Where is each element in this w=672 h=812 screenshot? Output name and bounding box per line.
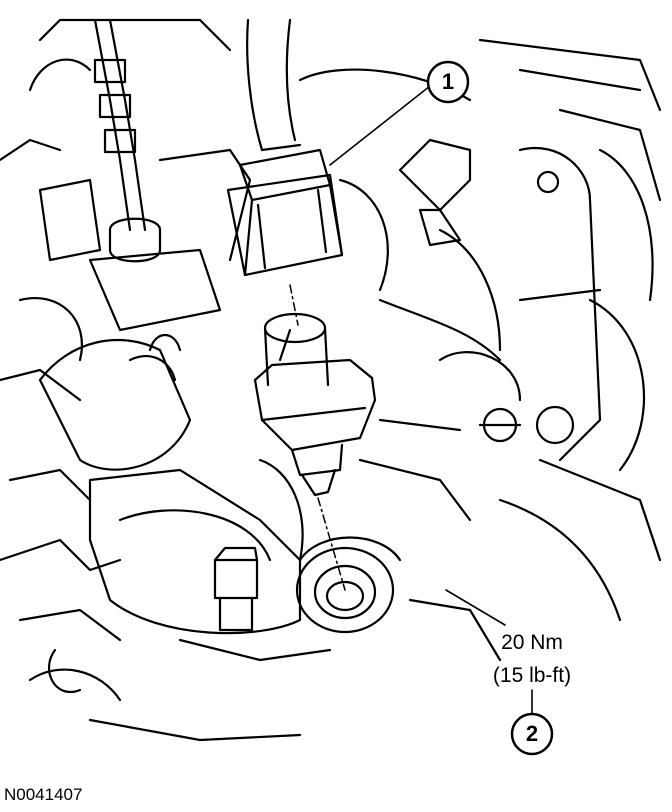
alignment-centerline: [289, 284, 346, 591]
callout-2-number: 2: [525, 721, 539, 746]
callout-1-circle: [426, 60, 470, 104]
sensor-port: [295, 536, 402, 634]
temperature-sensor: [253, 312, 377, 497]
left-fuel-line: [38, 18, 222, 332]
coolant-housing: [38, 333, 304, 693]
torque-metric-label: 20 Nm: [501, 631, 563, 654]
callout-1-leader: [329, 85, 431, 166]
engine-block-outline: [0, 18, 662, 742]
figure-id: N0041407: [4, 785, 83, 804]
right-sensor-bracket: [398, 138, 602, 462]
callout-1-number: 1: [441, 69, 455, 94]
electrical-connector: [226, 148, 344, 277]
callout-2-leader: [445, 589, 506, 626]
torque-imperial-label: (15 lb-ft): [492, 664, 572, 687]
wiring-harness: [246, 18, 302, 152]
callout-2-circle: [510, 712, 554, 756]
